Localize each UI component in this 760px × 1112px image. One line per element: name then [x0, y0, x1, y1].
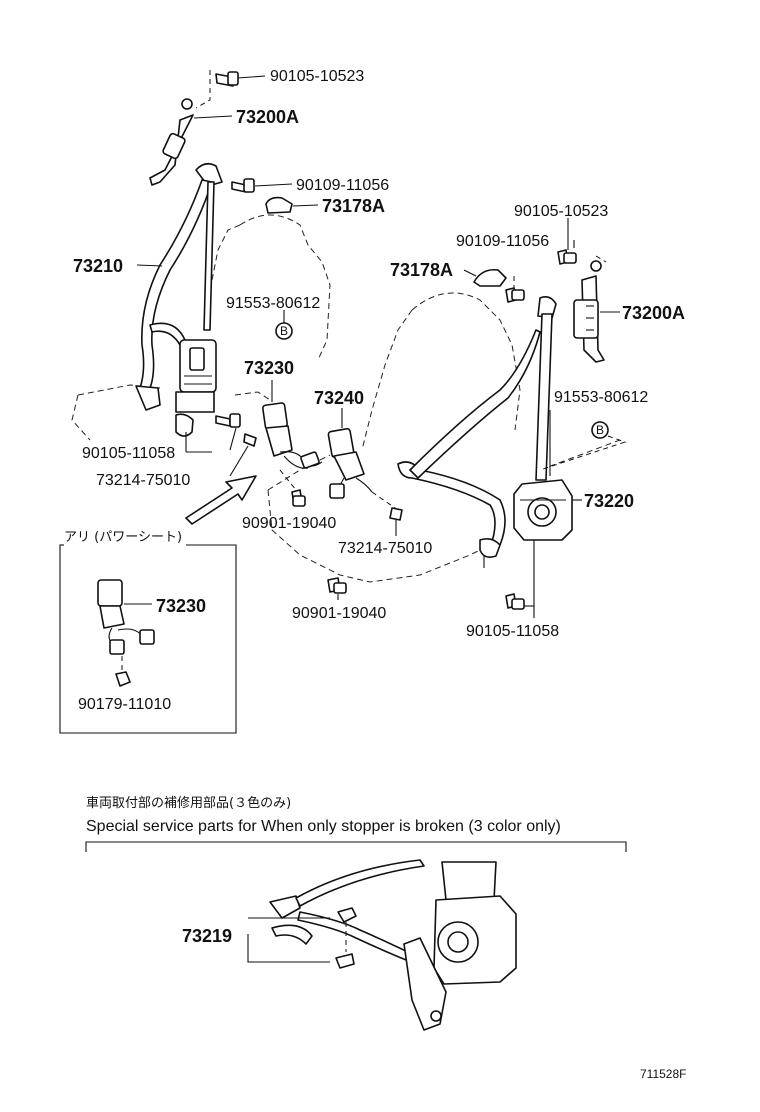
bolt-90105-11058-right [505, 593, 525, 610]
retractor-73220 [513, 479, 573, 541]
retractor-left [175, 339, 217, 437]
bolt-90105-11058-left [215, 413, 241, 428]
upper-anchor-left [195, 162, 223, 187]
label-90105-11058-left: 90105-11058 [82, 445, 175, 462]
belt-guide-73178A-right [473, 268, 507, 287]
label-B-left: B [280, 324, 288, 338]
bolt-90105-10523-left [195, 70, 239, 109]
belt-guide-73178A-left [265, 196, 293, 214]
label-91553-80612-left: 91553-80612 [226, 295, 320, 312]
part-labels: 90105-10523 73200A 90109-11056 73178A 73… [64, 68, 686, 1081]
washer-73214-75010-mid [389, 507, 403, 521]
label-73219: 73219 [182, 926, 232, 946]
label-90105-10523-left: 90105-10523 [270, 68, 364, 85]
label-90109-11056-left: 90109-11056 [296, 177, 389, 194]
right-belt-assembly [397, 218, 627, 618]
washer-73214-75010-left [243, 433, 257, 447]
buckle-73230-inset [97, 579, 155, 655]
label-73200A-left: 73200A [236, 107, 299, 127]
bolt-90109-11056-right [505, 287, 525, 303]
label-73210: 73210 [73, 256, 123, 276]
inset-title: アリ (パワーシート) [64, 530, 182, 545]
label-B-right: B [596, 423, 604, 437]
bolt-90901-19040-b [327, 577, 347, 594]
power-seat-inset [59, 544, 237, 734]
label-90105-10523-right: 90105-10523 [514, 203, 608, 220]
left-belt-assembly [135, 70, 403, 600]
special-belt-illustration [269, 859, 517, 1031]
label-73230-inset: 73230 [156, 596, 206, 616]
label-73230-main: 73230 [244, 358, 294, 378]
special-service-section [85, 841, 627, 1031]
label-90179-11010: 90179-11010 [78, 696, 171, 713]
label-73220: 73220 [584, 491, 634, 511]
height-adjuster-73200A-right [573, 255, 607, 363]
label-73214-75010-mid: 73214-75010 [338, 540, 432, 557]
bolt-90179-11010 [115, 656, 131, 687]
height-adjuster-73200A-left [149, 98, 194, 186]
right-seat-outline [267, 292, 621, 583]
label-90105-11058-right: 90105-11058 [466, 623, 559, 640]
special-title-en: Special service parts for When only stop… [86, 818, 561, 835]
stopper-73219 [335, 907, 357, 969]
label-90901-19040-b: 90901-19040 [292, 605, 386, 622]
special-title-jp: 車両取付部の補修用部品(３色のみ) [86, 795, 291, 811]
buckle-73240 [327, 427, 399, 511]
arrow-to-power-seat-inset [185, 475, 257, 525]
bolt-90109-11056-left [231, 178, 255, 193]
buckle-73230-main [262, 402, 323, 469]
label-90109-11056-right: 90109-11056 [456, 233, 549, 250]
label-73214-75010-left: 73214-75010 [96, 472, 190, 489]
label-73240: 73240 [314, 388, 364, 408]
belt-webbing-right [397, 296, 557, 568]
label-90901-19040-a: 90901-19040 [242, 515, 336, 532]
figure-id: 711528F [640, 1067, 686, 1081]
bolt-90105-10523-right [557, 249, 577, 265]
bolt-90901-19040-a [291, 489, 306, 507]
connector-B-right-circle [591, 421, 609, 439]
label-73178A-left: 73178A [322, 196, 385, 216]
label-91553-80612-right: 91553-80612 [554, 389, 648, 406]
label-73178A-right: 73178A [390, 260, 453, 280]
label-73200A-right: 73200A [622, 303, 685, 323]
